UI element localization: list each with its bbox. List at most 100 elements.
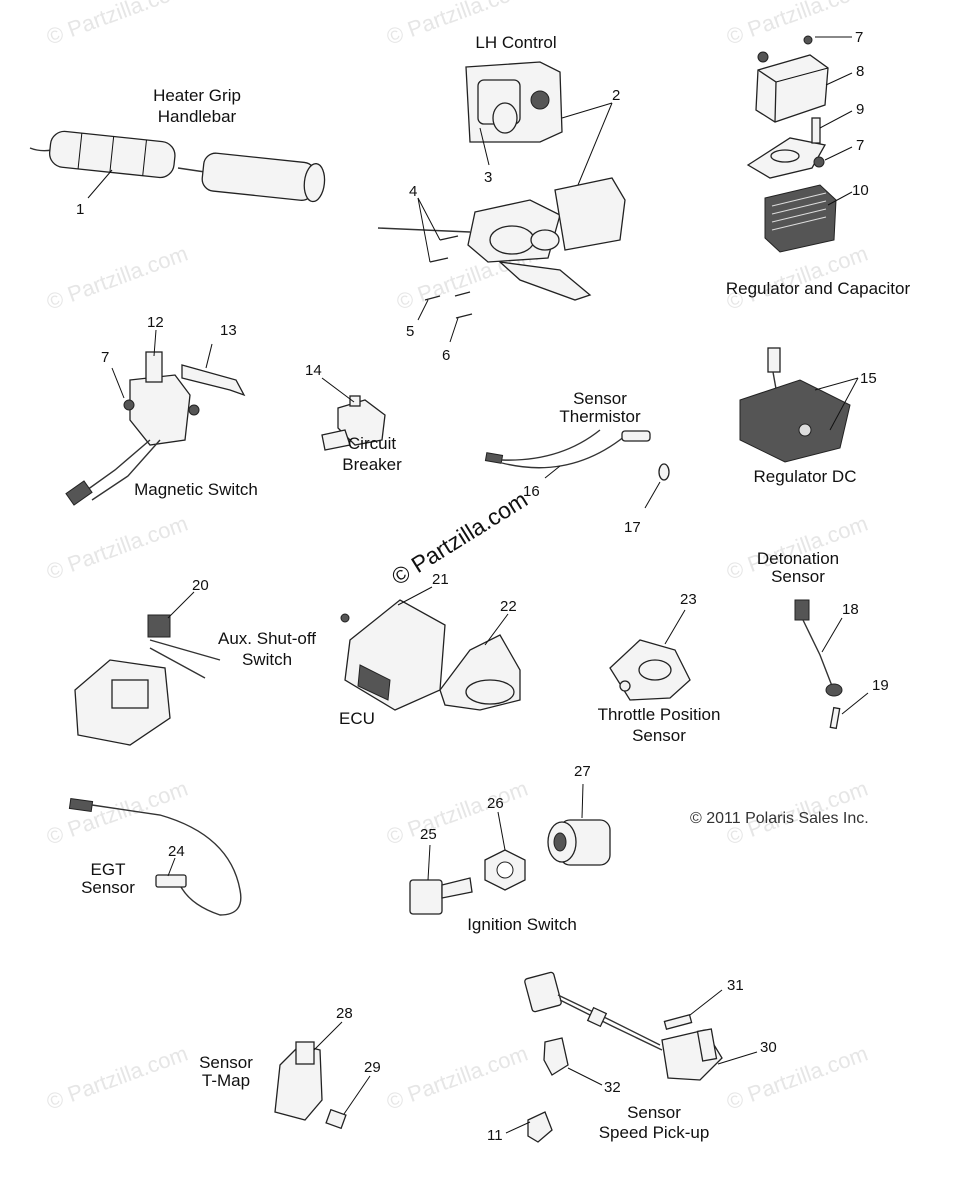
callout-5: 5 xyxy=(406,323,414,340)
callout-6: 6 xyxy=(442,347,450,364)
circuit-breaker-part xyxy=(321,395,386,451)
group-label-egt-sensor: Sensor xyxy=(81,878,135,897)
ignition-switch-group: 25 26 27 Ignition Switch xyxy=(409,763,611,934)
ignition-nut-part xyxy=(484,849,526,891)
callout-27: 27 xyxy=(574,763,591,780)
ecu-group: 21 ECU xyxy=(339,571,449,728)
callout-25: 25 xyxy=(420,826,437,843)
callout-7b: 7 xyxy=(856,137,864,154)
callout-7a: 7 xyxy=(855,29,863,46)
group-label-aux-shutoff: Aux. Shut-off xyxy=(218,629,316,648)
callout-10: 10 xyxy=(852,182,869,199)
callout-4: 4 xyxy=(409,183,417,200)
clamp-part-11 xyxy=(527,1111,553,1143)
callout-31: 31 xyxy=(727,977,744,994)
group-label-magnetic-switch: Magnetic Switch xyxy=(134,480,258,499)
group-label-regulator-dc: Regulator DC xyxy=(754,467,857,486)
aux-shutoff-part xyxy=(74,614,221,746)
mount-plate-part xyxy=(746,117,827,179)
throttle-sensor-part xyxy=(609,639,691,701)
callout-8: 8 xyxy=(856,63,864,80)
group-label-lh-control: LH Control xyxy=(475,33,556,52)
egt-sensor-group: 24 EGT Sensor xyxy=(68,797,242,916)
magnetic-switch-group: 12 7 13 Magnetic Switch xyxy=(65,314,258,506)
watermark: © Partzilla.com xyxy=(43,776,191,850)
bracket-part xyxy=(181,364,246,397)
group-label-speed-sensor: Sensor xyxy=(627,1103,681,1122)
thermistor-part xyxy=(484,429,670,481)
callout-22: 22 xyxy=(500,598,517,615)
handlebar-tube-part xyxy=(201,152,326,203)
watermark: © Partzilla.com xyxy=(43,0,191,50)
callout-12: 12 xyxy=(147,314,164,331)
speed-sensor-group: 31 30 32 11 Sensor Speed Pick-up xyxy=(487,971,777,1144)
callout-11: 11 xyxy=(487,1127,503,1144)
magnetic-switch-part xyxy=(65,351,200,506)
heater-grip-part xyxy=(48,130,176,179)
callout-19: 19 xyxy=(872,677,889,694)
group-label-heater-grip: Heater Grip xyxy=(153,86,241,105)
speed-sensor-part xyxy=(524,971,723,1081)
callout-15: 15 xyxy=(860,370,877,387)
group-label-speed-pickup: Speed Pick-up xyxy=(599,1123,710,1142)
center-watermark: © Partzilla.com xyxy=(387,486,532,590)
callout-2: 2 xyxy=(612,87,620,104)
regulator-dc-part xyxy=(739,347,851,463)
group-label-sensor: Sensor xyxy=(573,389,627,408)
callout-13: 13 xyxy=(220,322,237,339)
callout-28: 28 xyxy=(336,1005,353,1022)
watermark: © Partzilla.com xyxy=(43,241,191,315)
aux-shutoff-group: 20 Aux. Shut-off Switch xyxy=(74,577,316,746)
callout-23: 23 xyxy=(680,591,697,608)
group-label-detonation-sensor: Sensor xyxy=(771,567,825,586)
group-label-regulator-capacitor: Regulator and Capacitor xyxy=(726,279,911,298)
ignition-key-part xyxy=(409,877,473,915)
circuit-breaker-group: 14 Circuit Breaker xyxy=(305,362,402,474)
group-label-throttle-sensor: Sensor xyxy=(632,726,686,745)
watermark: © Partzilla.com xyxy=(723,0,871,50)
sensor-thermistor-group: Sensor Thermistor 16 17 xyxy=(484,389,670,536)
callout-20: 20 xyxy=(192,577,209,594)
group-label-circuit: Circuit xyxy=(348,434,396,453)
callout-30: 30 xyxy=(760,1039,777,1056)
callout-24: 24 xyxy=(168,843,185,860)
throttle-sensor-group: 23 Throttle Position Sensor xyxy=(598,591,721,745)
copyright-text: © 2011 Polaris Sales Inc. xyxy=(690,810,869,827)
grip-wire xyxy=(29,147,53,152)
callout-29: 29 xyxy=(364,1059,381,1076)
callout-7c: 7 xyxy=(101,349,109,366)
group-label-ecu: ECU xyxy=(339,709,375,728)
callout-16: 16 xyxy=(523,483,540,500)
callout-9: 9 xyxy=(856,101,864,118)
callout-3: 3 xyxy=(484,169,492,186)
detonation-sensor-group: Detonation Sensor 18 19 xyxy=(757,549,889,730)
detonation-sensor-part xyxy=(794,599,843,730)
group-label-egt: EGT xyxy=(91,860,126,879)
capacitor-part xyxy=(755,35,829,123)
clamp-part-32 xyxy=(543,1037,569,1076)
watermark: © Partzilla.com xyxy=(383,776,531,850)
watermark: © Partzilla.com xyxy=(43,511,191,585)
group-label-tmap-sensor: Sensor xyxy=(199,1053,253,1072)
heater-grip-group: Heater Grip Handlebar 1 xyxy=(29,86,326,218)
lh-control-group: LH Control 2 3 4 5 xyxy=(377,33,626,364)
group-label-tmap: T-Map xyxy=(202,1071,250,1090)
callout-21: 21 xyxy=(432,571,449,588)
group-label-breaker: Breaker xyxy=(342,455,402,474)
tmap-sensor-group: 28 29 Sensor T-Map xyxy=(199,1005,381,1130)
group-label-handlebar: Handlebar xyxy=(158,107,237,126)
watermark: © Partzilla.com xyxy=(723,1041,871,1115)
ignition-cylinder-part xyxy=(547,819,611,866)
bolt-part xyxy=(663,1013,693,1031)
group-label-ignition-switch: Ignition Switch xyxy=(467,915,577,934)
watermark: © Partzilla.com xyxy=(383,1041,531,1115)
watermark: © Partzilla.com xyxy=(723,241,871,315)
regulator-part xyxy=(764,184,837,253)
watermark: © Partzilla.com xyxy=(43,1041,191,1115)
callout-32: 32 xyxy=(604,1079,621,1096)
callout-14: 14 xyxy=(305,362,322,379)
group-label-throttle-position: Throttle Position xyxy=(598,705,721,724)
tmap-sensor-part xyxy=(274,1041,347,1130)
regulator-capacitor-group: 7 8 9 7 10 Regulator and Capacitor xyxy=(726,29,911,298)
